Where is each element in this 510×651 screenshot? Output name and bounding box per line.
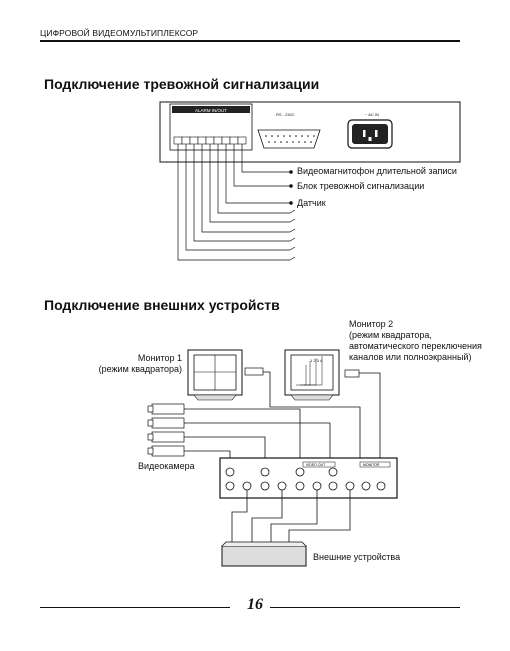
label-alarm-unit: Блок тревожной сигнализации xyxy=(297,181,425,191)
video-cameras xyxy=(147,403,185,457)
label-monitor1: Монитор 1 (режим квадратора) xyxy=(98,353,182,374)
bnc-connectors xyxy=(225,467,386,491)
svg-text:ALARM IN/OUT: ALARM IN/OUT xyxy=(195,108,227,113)
alarm-block-header xyxy=(172,106,250,113)
label-vcr: Видеомагнитофон длительной записи xyxy=(297,166,457,176)
label-camera: Видеокамера xyxy=(138,461,195,471)
document-header: ЦИФРОВОЙ ВИДЕОМУЛЬТИПЛЕКСОР xyxy=(40,28,199,38)
svg-text:1 2 3 4: 1 2 3 4 xyxy=(310,358,323,363)
monitor-cables xyxy=(262,371,381,458)
output-cables xyxy=(231,490,351,545)
footer-rule-right xyxy=(270,607,460,608)
rs232-pins xyxy=(265,135,315,143)
monitor1-plug xyxy=(244,367,264,376)
sensor-switches xyxy=(289,209,296,261)
svg-text:VIDEO OUT: VIDEO OUT xyxy=(306,463,326,467)
rs232-connector xyxy=(257,129,321,149)
svg-text:~ AC IN: ~ AC IN xyxy=(365,112,379,117)
footer-rule-left xyxy=(40,607,230,608)
section-title-alarm: Подключение тревожной сигнализации xyxy=(44,76,320,92)
label-monitor2: Монитор 2 (режим квадратора, автоматичес… xyxy=(349,319,482,362)
external-device xyxy=(221,545,307,567)
header-rule xyxy=(40,40,460,42)
camera-cables xyxy=(184,408,331,458)
section-title-external: Подключение внешних устройств xyxy=(44,297,280,313)
monitor2-plug xyxy=(344,369,360,378)
svg-text:MONITOR: MONITOR xyxy=(363,463,380,467)
page-number: 16 xyxy=(247,596,263,613)
alarm-wire-ends xyxy=(289,170,293,205)
ac-inlet-face xyxy=(352,124,388,144)
label-sensor: Датчик xyxy=(297,198,326,208)
label-external-devices: Внешние устройства xyxy=(313,552,401,562)
alarm-wires xyxy=(177,144,290,261)
svg-text:RS - 232C: RS - 232C xyxy=(276,112,295,117)
